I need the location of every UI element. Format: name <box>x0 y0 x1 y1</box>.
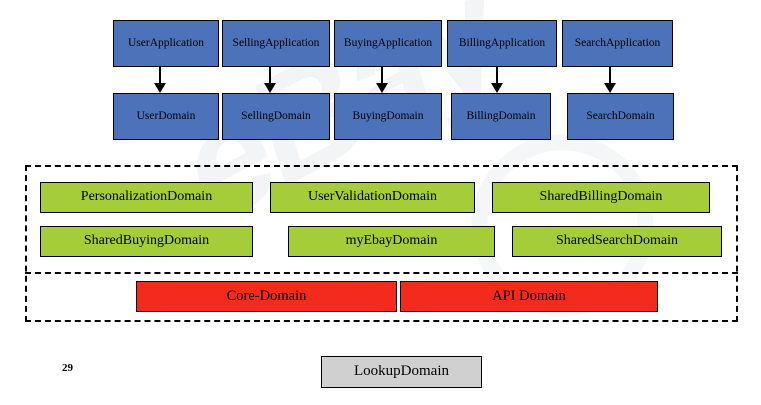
api-domain-box[interactable]: API Domain <box>400 281 658 312</box>
page-number: 29 <box>62 362 73 374</box>
arrow-search-application-to-search-domain <box>602 67 618 93</box>
shared-domain-box-personalization-label: PersonalizationDomain <box>80 189 213 205</box>
shared-domain-box-sharedbilling-label: SharedBillingDomain <box>539 189 663 205</box>
application-box-billing[interactable]: BillingApplication <box>447 20 557 67</box>
arrow-head-icon <box>491 83 503 93</box>
shared-domain-box-uservalidation[interactable]: UserValidationDomain <box>270 182 475 213</box>
arrow-head-icon <box>264 83 276 93</box>
lookup-domain-box[interactable]: LookupDomain <box>321 356 482 388</box>
application-box-buying[interactable]: BuyingApplication <box>334 20 442 67</box>
shared-domain-box-sharedbilling[interactable]: SharedBillingDomain <box>492 182 710 213</box>
domain-box-search[interactable]: SearchDomain <box>567 93 674 140</box>
core-domain-box[interactable]: Core-Domain <box>136 281 397 312</box>
core-domain-box-label: Core-Domain <box>226 287 307 304</box>
domain-box-user-label: UserDomain <box>136 110 196 123</box>
api-domain-box-label: API Domain <box>492 287 566 304</box>
application-box-selling-label: SellingApplication <box>232 37 320 50</box>
lookup-domain-box-label: LookupDomain <box>354 363 449 380</box>
shared-domain-box-uservalidation-label: UserValidationDomain <box>307 189 438 205</box>
domain-box-buying[interactable]: BuyingDomain <box>334 93 442 140</box>
shared-domain-box-sharedsearch-label: SharedSearchDomain <box>555 233 679 249</box>
arrow-shaft <box>269 67 271 84</box>
application-box-user-label: UserApplication <box>127 37 204 50</box>
arrow-shaft <box>609 67 611 84</box>
application-box-search[interactable]: SearchApplication <box>562 20 673 67</box>
arrow-shaft <box>496 67 498 84</box>
application-box-search-label: SearchApplication <box>574 37 661 50</box>
application-box-user[interactable]: UserApplication <box>113 20 219 67</box>
domain-box-search-label: SearchDomain <box>586 110 655 123</box>
arrow-user-application-to-user-domain <box>152 67 168 93</box>
domain-box-billing-label: BillingDomain <box>466 110 536 123</box>
arrow-buying-application-to-buying-domain <box>374 67 390 93</box>
shared-domains-container <box>25 165 738 322</box>
arrow-head-icon <box>154 83 166 93</box>
shared-domain-box-sharedsearch[interactable]: SharedSearchDomain <box>512 226 722 257</box>
application-box-billing-label: BillingApplication <box>458 37 546 50</box>
domain-box-billing[interactable]: BillingDomain <box>451 93 551 140</box>
arrow-shaft <box>159 67 161 84</box>
shared-domain-box-sharedbuying-label: SharedBuyingDomain <box>83 233 210 249</box>
shared-domain-box-sharedbuying[interactable]: SharedBuyingDomain <box>40 226 253 257</box>
domain-box-user[interactable]: UserDomain <box>113 93 219 140</box>
arrow-head-icon <box>604 83 616 93</box>
shared-domain-box-personalization[interactable]: PersonalizationDomain <box>40 182 253 213</box>
shared-domain-box-myebay-label: myEbayDomain <box>345 233 438 249</box>
application-box-buying-label: BuyingApplication <box>343 37 433 50</box>
arrow-billing-application-to-billing-domain <box>489 67 505 93</box>
shared-domains-divider <box>25 272 738 274</box>
application-box-selling[interactable]: SellingApplication <box>222 20 330 67</box>
domain-box-selling-label: SellingDomain <box>241 110 311 123</box>
shared-domain-box-myebay[interactable]: myEbayDomain <box>288 226 495 257</box>
arrow-selling-application-to-selling-domain <box>262 67 278 93</box>
arrow-head-icon <box>376 83 388 93</box>
arrow-shaft <box>381 67 383 84</box>
domain-box-buying-label: BuyingDomain <box>352 110 424 123</box>
domain-box-selling[interactable]: SellingDomain <box>222 93 330 140</box>
